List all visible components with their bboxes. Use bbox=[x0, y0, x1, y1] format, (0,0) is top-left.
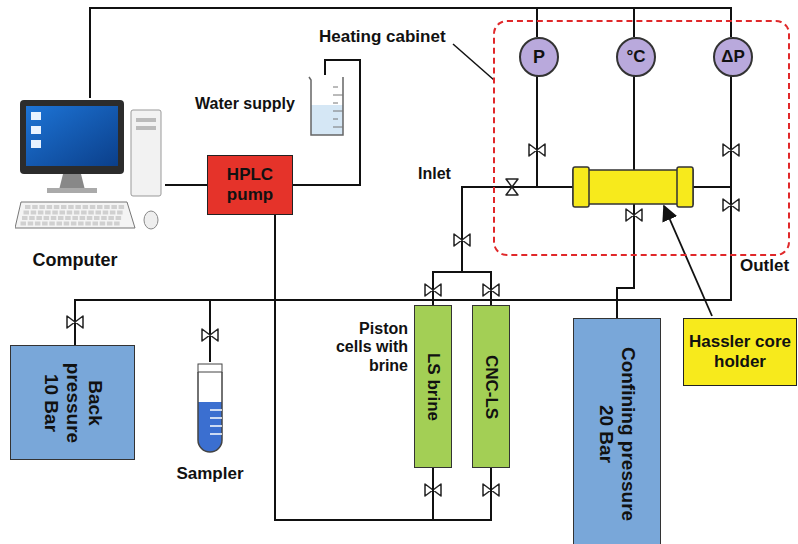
water-supply: Water supply bbox=[195, 75, 345, 137]
node-label: Sampler bbox=[170, 464, 250, 484]
core-holder bbox=[573, 167, 693, 207]
sampler: Sampler bbox=[170, 362, 250, 487]
pointer-arrow bbox=[664, 206, 712, 316]
node-label: Hassler core holder bbox=[684, 332, 796, 371]
node-label: Computer bbox=[15, 250, 135, 271]
confining-pressure-box: Confining pressure 20 Bar bbox=[573, 318, 661, 544]
piston-cell: CNC-LS bbox=[472, 305, 510, 468]
gauge-symbol: ΔP bbox=[721, 47, 745, 67]
connector-line bbox=[293, 60, 360, 185]
connector-line bbox=[275, 215, 491, 520]
dp-gauge: ΔP bbox=[713, 37, 753, 77]
connector-line bbox=[165, 184, 207, 186]
leader-line bbox=[453, 44, 494, 80]
computer-icon: Computer bbox=[15, 98, 165, 283]
gauge-symbol: °C bbox=[626, 47, 645, 67]
back-pressure-box: Back pressure 10 Bar bbox=[10, 345, 135, 460]
node-label: Confining pressure 20 Bar bbox=[595, 334, 639, 534]
gauge-symbol: P bbox=[533, 47, 545, 68]
temperature-line bbox=[633, 75, 635, 172]
sampler-pipe bbox=[209, 300, 211, 362]
label-box: Hassler core holder bbox=[683, 318, 797, 386]
sampler-tube bbox=[188, 362, 232, 458]
heating-cabinet: Heating cabinetP°CΔP bbox=[493, 20, 790, 256]
pump-box: HPLC pump bbox=[207, 155, 293, 215]
dp-line bbox=[730, 75, 732, 187]
connector-line bbox=[90, 8, 537, 98]
piston-cell: LS brine bbox=[414, 305, 452, 468]
node-label: CNC-LS bbox=[481, 312, 501, 462]
group-label: Piston cells with brine bbox=[322, 320, 408, 375]
region-label: Heating cabinet bbox=[319, 27, 446, 47]
pressure-gauge: P bbox=[519, 37, 559, 77]
beaker-illustration bbox=[307, 75, 347, 137]
temperature-gauge: °C bbox=[616, 37, 656, 77]
computer-illustration bbox=[15, 98, 165, 234]
port-label: Inlet bbox=[418, 165, 451, 183]
node-label: HPLC pump bbox=[208, 165, 292, 204]
node-label: LS brine bbox=[423, 312, 443, 462]
inlet-pipe bbox=[462, 187, 573, 272]
port-label: Outlet bbox=[740, 256, 789, 276]
node-label: Water supply bbox=[195, 95, 295, 113]
connector-line bbox=[275, 215, 433, 520]
node-label: Back pressure 10 Bar bbox=[40, 353, 106, 453]
pressure-line bbox=[536, 75, 538, 187]
